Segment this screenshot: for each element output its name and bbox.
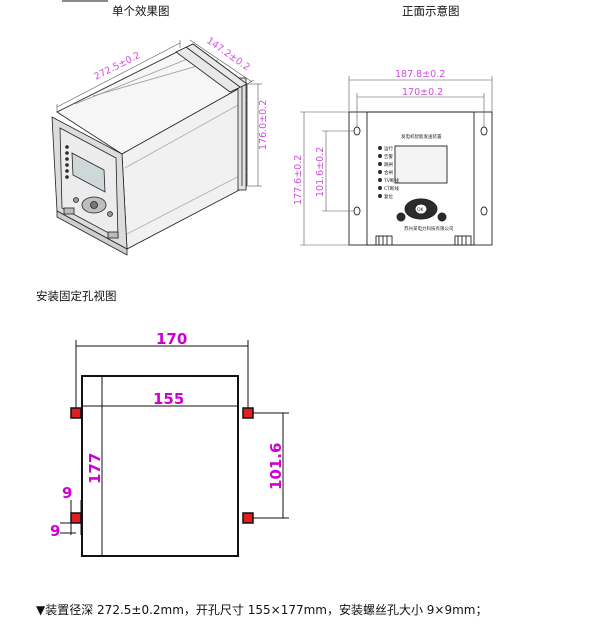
led-label-5: TV断线 [383, 177, 399, 184]
front-hole-spacing-label: 101.6±0.2 [315, 147, 326, 197]
front-height-label: 177.6±0.2 [293, 155, 304, 205]
iso-dimension-lines [56, 39, 262, 187]
mount-hole-spacing-label: 101.6 [267, 443, 285, 490]
front-dimension-lines [300, 76, 493, 246]
company-label: 苏州某电力科技有限公司 [404, 225, 454, 232]
mount-cutout-width-label: 155 [153, 390, 184, 408]
front-inner-width-label: 170±0.2 [402, 87, 443, 98]
led-label-1: 运行 [384, 145, 393, 152]
mount-span-width-label: 170 [156, 330, 187, 348]
isometric-device-drawing [51, 43, 248, 256]
mounting-view-title: 安装固定孔视图 [36, 289, 117, 303]
front-outer-width-label: 187.8±0.2 [395, 69, 445, 80]
led-label-4: 合闸 [384, 169, 393, 176]
led-label-7: 复位 [384, 193, 393, 200]
mount-hole-size-a-label: 9 [62, 484, 72, 502]
single-view-title: 单个效果图 [112, 4, 170, 18]
led-label-3: 跳闸 [384, 161, 393, 168]
led-label-6: CT断线 [384, 185, 399, 192]
mount-hole-size-b-label: 9 [50, 522, 60, 540]
ok-key-label: OK [417, 207, 425, 213]
spec-caption: ▼装置径深 272.5±0.2mm，开孔尺寸 155×177mm，安装螺丝孔大小… [36, 603, 488, 617]
front-view-drawing [348, 111, 493, 246]
iso-height-label: 176.0±0.2 [258, 100, 269, 150]
mount-cutout-height-label: 177 [86, 453, 104, 484]
front-panel-title: 发电机智能发送装置 [401, 133, 442, 140]
mounting-dimension-lines [60, 340, 289, 556]
led-label-2: 告警 [384, 153, 393, 160]
front-view-title: 正面示意图 [402, 4, 460, 18]
top-gray-bar [62, 0, 108, 2]
